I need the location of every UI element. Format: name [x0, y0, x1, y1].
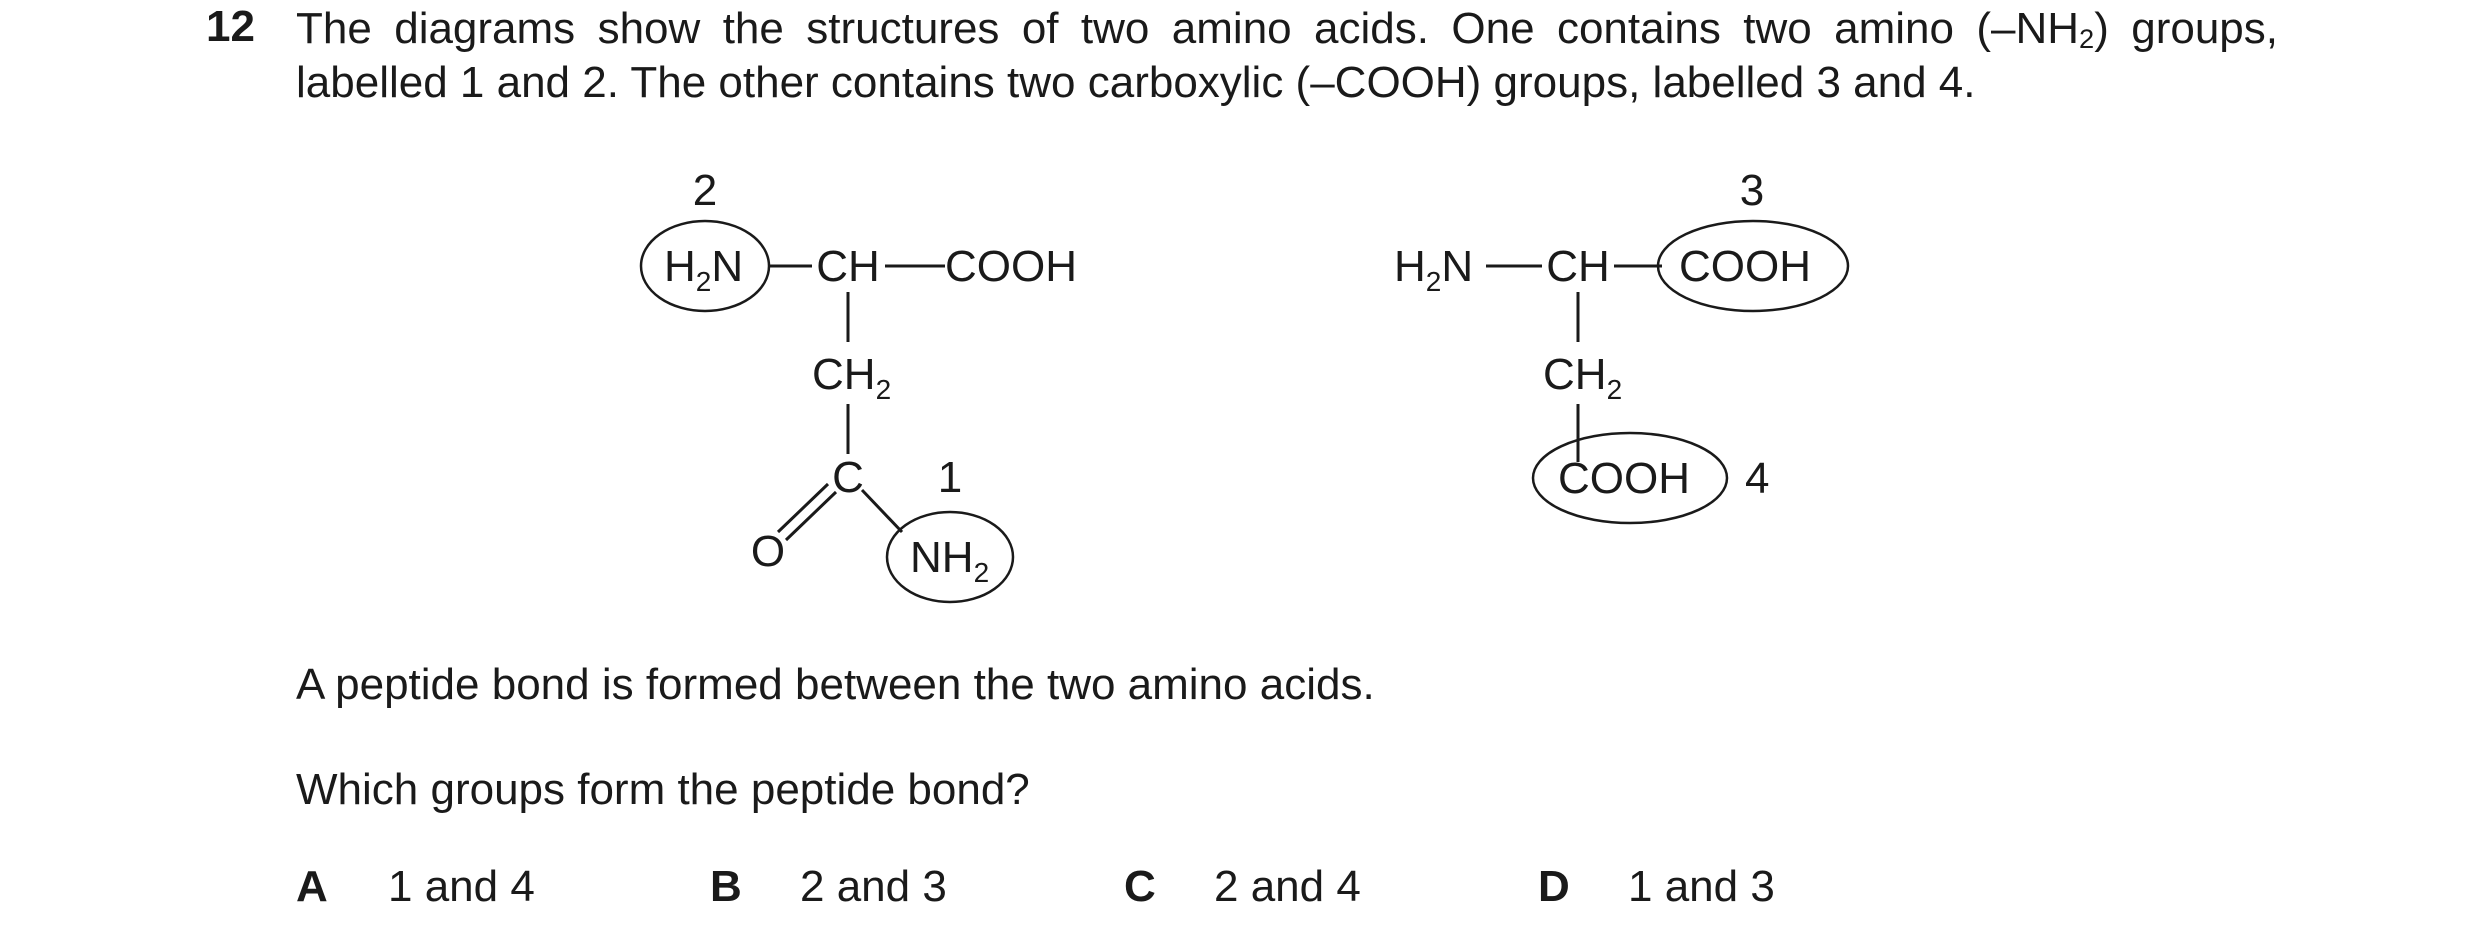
circle-group-3 — [1656, 219, 1850, 313]
left-cooh-text: COOH — [945, 242, 1077, 291]
right-cooh-bottom-text: COOH — [1558, 454, 1690, 503]
label-1: 1 — [938, 453, 962, 502]
option-a-letter[interactable]: A — [296, 862, 328, 911]
left-h2n-text: H2N — [664, 242, 743, 297]
stem-line-2: labelled 1 and 2. The other contains two… — [296, 58, 1976, 107]
bond-c-o-double-a — [784, 490, 838, 542]
left-ch-text: CH — [816, 242, 880, 291]
bond-c-nh2-left — [860, 488, 904, 534]
right-h2n-text: H2N — [1394, 242, 1473, 297]
group-circles — [639, 219, 1850, 604]
option-b-text[interactable]: 2 and 3 — [800, 862, 947, 911]
left-c-text: C — [832, 453, 864, 502]
right-ch2-text: CH2 — [1543, 350, 1622, 405]
option-c-text[interactable]: 2 and 4 — [1214, 862, 1361, 911]
label-4: 4 — [1745, 454, 1769, 503]
right-cooh-top-text: COOH — [1679, 242, 1811, 291]
left-molecule: 2 H2N CH COOH CH2 C 1 O NH2 — [664, 166, 1077, 588]
right-molecule: 3 H2N CH COOH CH2 COOH 4 — [1394, 166, 1811, 503]
prompt-text: Which groups form the peptide bond? — [296, 765, 1030, 814]
bond-c-o-double-b — [776, 482, 830, 534]
question-stem: The diagrams show the structures of two … — [296, 2, 2296, 110]
option-b-letter[interactable]: B — [710, 862, 742, 911]
label-2: 2 — [693, 166, 717, 215]
option-c-letter[interactable]: C — [1124, 862, 1156, 911]
statement-text: A peptide bond is formed between the two… — [296, 660, 1375, 709]
stem-line-1: The diagrams show the structures of two … — [296, 4, 2278, 54]
option-d-letter[interactable]: D — [1538, 862, 1570, 911]
question-number: 12 — [206, 2, 255, 51]
left-ch2-text: CH2 — [812, 350, 891, 405]
left-o-text: O — [751, 527, 785, 576]
circle-group-1 — [885, 510, 1015, 604]
circle-group-4 — [1531, 431, 1729, 525]
option-a-text[interactable]: 1 and 4 — [388, 862, 535, 911]
option-d-text[interactable]: 1 and 3 — [1628, 862, 1775, 911]
right-ch-text: CH — [1546, 242, 1610, 291]
circle-group-2 — [639, 219, 771, 313]
bond-lines — [768, 264, 1662, 542]
left-nh2-text: NH2 — [910, 533, 989, 588]
label-3: 3 — [1740, 166, 1764, 215]
